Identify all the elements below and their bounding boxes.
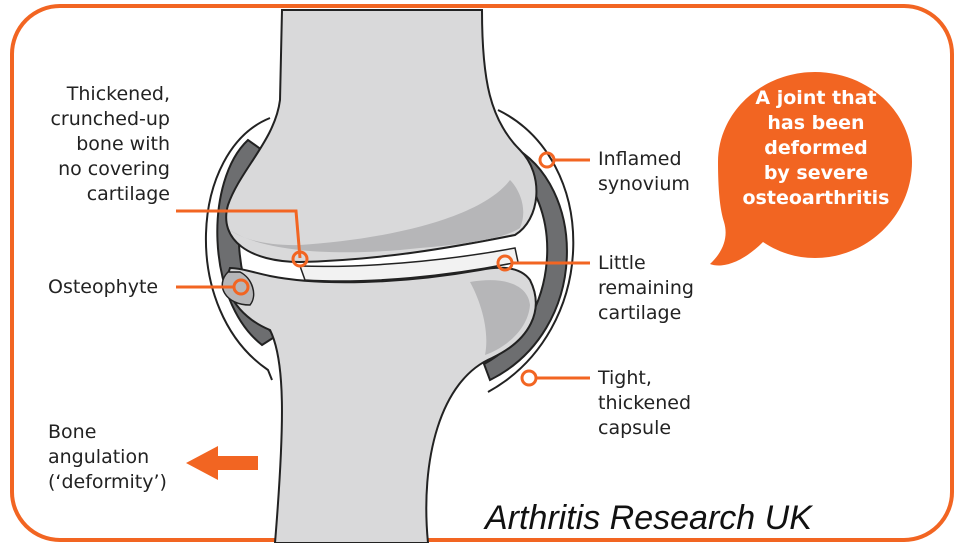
label-osteophyte: Osteophyte (48, 275, 158, 300)
deformity-arrow-icon (186, 446, 258, 480)
pointer-dot-tight-capsule (522, 371, 536, 385)
source-credit: Arthritis Research UK (485, 498, 812, 538)
label-bone-angulation: Bone angulation (‘deformity’) (48, 420, 167, 495)
label-inflamed-synovium: Inflamed synovium (598, 147, 690, 197)
label-tight-capsule: Tight, thickened capsule (598, 366, 691, 441)
label-little-cartilage: Little remaining cartilage (598, 251, 694, 326)
callout-text: A joint that has been deformed by severe… (728, 86, 904, 211)
label-thickened-bone: Thickened, crunched-up bone with no cove… (20, 82, 170, 207)
